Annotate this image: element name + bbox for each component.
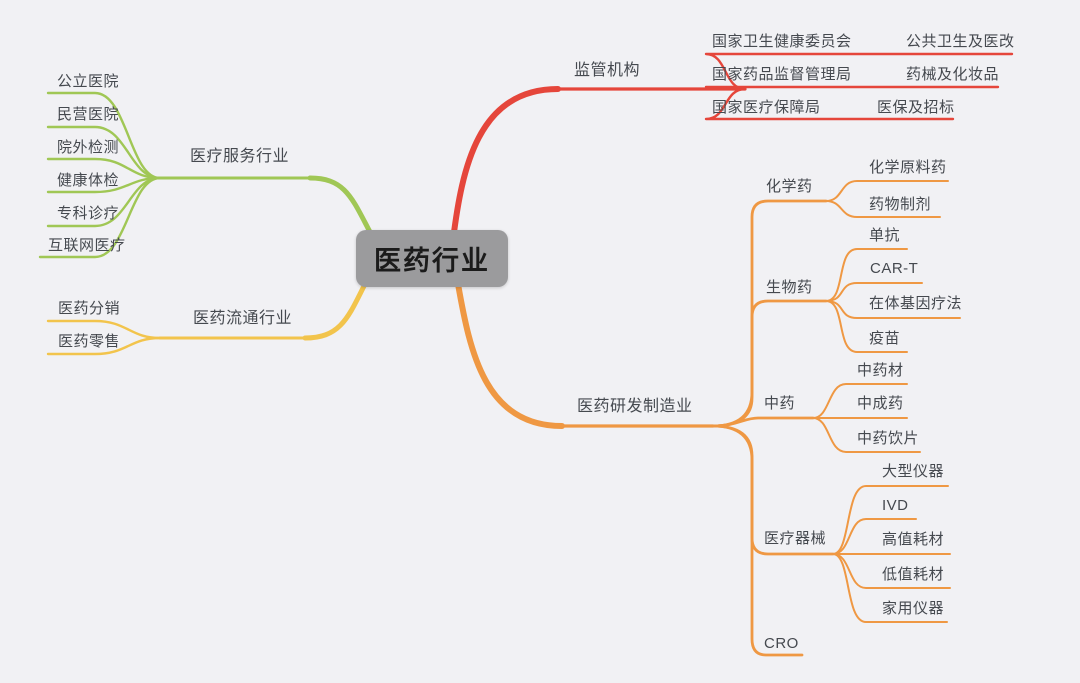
central-topic[interactable]: 医药行业	[356, 230, 508, 287]
line-medical-services-trunk	[307, 175, 373, 235]
line-internet-healthcare	[38, 176, 162, 259]
node-label-tcm[interactable]: 中药	[764, 395, 796, 412]
node-label-public-health-and-reform[interactable]: 公共卫生及医改	[906, 33, 1015, 50]
node-label-specialty-clinics[interactable]: 专科诊疗	[57, 205, 120, 222]
node-label-medical-devices[interactable]: 医疗器械	[764, 530, 827, 547]
node-label-vaccine[interactable]: 疫苗	[869, 330, 901, 347]
node-label-pharma-distribution[interactable]: 医药分销	[58, 300, 121, 317]
node-label-private-hospital[interactable]: 民营医院	[57, 106, 120, 123]
line-car-t	[825, 282, 923, 302]
node-label-national-health-commission[interactable]: 国家卫生健康委员会	[712, 33, 852, 50]
line-large-equipment	[832, 485, 949, 555]
node-label-cro[interactable]: CRO	[764, 635, 799, 652]
node-label-large-equipment[interactable]: 大型仪器	[882, 463, 945, 480]
line-vaccine	[825, 300, 908, 353]
node-label-chemical-api[interactable]: 化学原料药	[869, 159, 947, 176]
node-label-health-checkup[interactable]: 健康体检	[57, 172, 120, 189]
line-private-hospital	[46, 125, 162, 180]
node-label-low-value-consumables[interactable]: 低值耗材	[882, 566, 945, 583]
node-label-internet-healthcare[interactable]: 互联网医疗	[48, 237, 126, 254]
node-label-chemical-drugs[interactable]: 化学药	[766, 178, 813, 195]
line-pharma-retail	[46, 336, 162, 356]
node-label-tcm-patent-medicine[interactable]: 中成药	[857, 395, 904, 412]
node-label-tcm-decoction-pieces[interactable]: 中药饮片	[857, 430, 920, 447]
line-nhsa	[704, 87, 955, 121]
node-label-monoclonal-antibody[interactable]: 单抗	[869, 227, 901, 244]
branch-label-pharma-rnd-manufacturing[interactable]: 医药研发制造业	[577, 398, 693, 415]
node-label-tcm-raw-materials[interactable]: 中药材	[857, 362, 904, 379]
line-drug-formulations	[825, 200, 941, 218]
node-label-drug-formulations[interactable]: 药物制剂	[869, 196, 932, 213]
node-label-ivd[interactable]: IVD	[882, 497, 909, 514]
line-regulators-trunk	[450, 86, 561, 243]
node-label-high-value-consumables[interactable]: 高值耗材	[882, 531, 945, 548]
line-cro	[711, 424, 804, 657]
line-home-devices	[832, 553, 948, 623]
node-label-drugs-devices-cosmetics[interactable]: 药械及化妆品	[906, 66, 1000, 83]
line-rnd-trunk	[455, 281, 565, 429]
line-pharma-distribution-trunk	[302, 283, 367, 341]
node-label-out-of-hospital-testing[interactable]: 院外检测	[57, 139, 120, 156]
line-ivd	[832, 518, 917, 555]
node-label-nmpa[interactable]: 国家药品监督管理局	[712, 66, 852, 83]
line-tcm	[711, 416, 815, 428]
central-topic-label: 医药行业	[374, 246, 490, 276]
branch-label-pharma-distribution-industry[interactable]: 医药流通行业	[193, 310, 293, 327]
line-chemical-drugs	[711, 199, 828, 428]
node-label-in-vivo-gene-therapy[interactable]: 在体基因疗法	[869, 295, 963, 312]
node-label-nhsa[interactable]: 国家医疗保障局	[712, 99, 821, 116]
node-label-car-t[interactable]: CAR-T	[870, 260, 919, 277]
branch-label-medical-service-industry[interactable]: 医疗服务行业	[190, 148, 290, 165]
line-tcm-raw-materials	[812, 383, 908, 419]
line-public-hospital	[46, 91, 162, 180]
node-label-pharma-retail[interactable]: 医药零售	[58, 333, 121, 350]
line-tcm-decoction-pieces	[812, 417, 921, 453]
line-out-of-hospital-testing	[46, 157, 162, 180]
line-chemical-api	[825, 180, 949, 202]
branch-label-regulators[interactable]: 监管机构	[574, 62, 641, 79]
node-label-insurance-and-tendering[interactable]: 医保及招标	[877, 99, 955, 116]
node-label-home-devices[interactable]: 家用仪器	[882, 600, 945, 617]
line-nmpa	[704, 85, 1000, 91]
node-label-biologics[interactable]: 生物药	[766, 279, 813, 296]
node-label-public-hospital[interactable]: 公立医院	[57, 73, 120, 90]
line-monoclonal-antibody	[825, 248, 908, 302]
